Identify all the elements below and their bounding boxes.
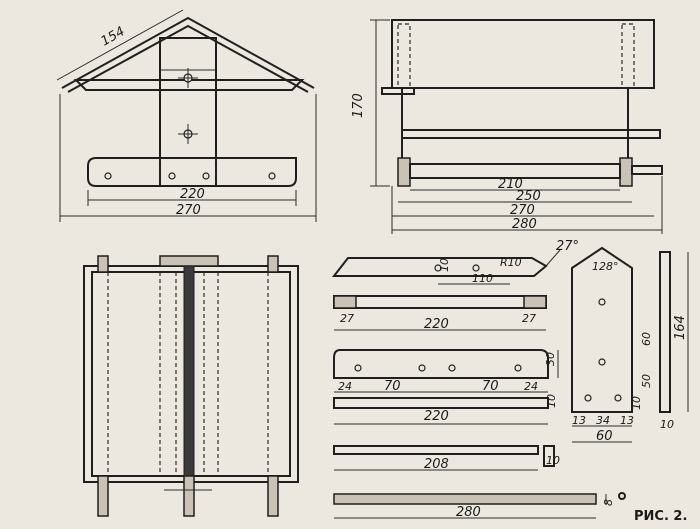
side-end-left bbox=[397, 157, 411, 187]
plan-post-tr bbox=[267, 255, 279, 273]
crossbar-d: 24 bbox=[524, 380, 538, 393]
side-rail-upper bbox=[401, 129, 661, 139]
plan-view bbox=[83, 255, 299, 517]
rail-280-thick: 8 bbox=[602, 499, 615, 506]
part-rail-280: 280 8 bbox=[333, 492, 626, 520]
roof-side bbox=[391, 19, 655, 89]
rail-208-length: 208 bbox=[424, 457, 449, 472]
roof-outline bbox=[61, 16, 315, 89]
roof-plank-110: 110 bbox=[472, 272, 493, 285]
side-board-length: 220 bbox=[424, 317, 449, 332]
part-roof-plank: 110 10 R10 27° bbox=[331, 239, 579, 285]
perch-stub bbox=[381, 87, 415, 95]
base-hole-4 bbox=[268, 172, 276, 180]
plan-top-block bbox=[159, 255, 219, 267]
crossbar-a: 24 bbox=[338, 380, 352, 393]
plan-center-rail bbox=[183, 265, 195, 483]
part-side-board: 27 220 27 bbox=[333, 295, 547, 332]
side-height-label: 170 bbox=[351, 93, 366, 118]
base-hole-1 bbox=[104, 172, 112, 180]
base-hole-2 bbox=[168, 172, 176, 180]
part-post: 128° 60 50 10 13 34 13 60 164 10 bbox=[571, 246, 689, 444]
side-board-left: 27 bbox=[340, 312, 354, 325]
side-end-right bbox=[619, 157, 633, 187]
post-w13b: 13 bbox=[620, 414, 634, 427]
post-height: 164 bbox=[673, 315, 688, 340]
side-dim-250: 250 bbox=[516, 189, 541, 204]
roof-dim-line bbox=[56, 9, 184, 81]
roof-inner bbox=[67, 24, 309, 93]
rail-280-shape bbox=[333, 493, 597, 505]
side-dim-210: 210 bbox=[498, 177, 523, 192]
rail-208-thick: 10 bbox=[546, 454, 560, 467]
part-crossbar: 24 70 70 24 30 10 220 bbox=[333, 349, 559, 425]
front-width-total-label: 270 bbox=[176, 203, 201, 218]
crossbar-edge bbox=[333, 397, 549, 409]
section-mark bbox=[618, 492, 626, 500]
post-d60: 60 bbox=[640, 332, 653, 346]
front-view: 154 220 270 bbox=[56, 9, 317, 222]
plan-leg-right bbox=[267, 475, 279, 517]
post-w13a: 13 bbox=[572, 414, 586, 427]
crossbar-height: 30 bbox=[544, 352, 557, 366]
rail-280-length: 280 bbox=[456, 505, 481, 520]
part-rail-208: 208 10 bbox=[333, 445, 560, 472]
front-width-inner-label: 220 bbox=[180, 187, 205, 202]
crossbar-c: 70 bbox=[482, 379, 499, 394]
plan-leg-left bbox=[97, 475, 109, 517]
rail-208-shape bbox=[333, 445, 539, 455]
post-d10: 10 bbox=[630, 396, 643, 410]
crossbar-b: 70 bbox=[384, 379, 401, 394]
side-tray bbox=[409, 163, 621, 179]
rail-208-section bbox=[543, 445, 555, 467]
side-board-shape bbox=[333, 295, 547, 309]
roof-under-board bbox=[73, 79, 305, 91]
post-d50: 50 bbox=[640, 374, 653, 388]
side-dim-280: 280 bbox=[512, 217, 537, 232]
plan-leg-mid bbox=[183, 475, 195, 517]
crossbar-length: 220 bbox=[424, 409, 449, 424]
post-thick: 10 bbox=[660, 418, 674, 431]
post-angle: 128° bbox=[592, 260, 619, 273]
post-shape bbox=[571, 246, 633, 413]
plan-post-tl bbox=[97, 255, 109, 273]
roof-plank-10: 10 bbox=[438, 258, 451, 272]
base-hole-3 bbox=[202, 172, 210, 180]
post-width: 60 bbox=[596, 429, 613, 444]
side-board-right: 27 bbox=[522, 312, 536, 325]
side-rail-lower-stub bbox=[631, 165, 663, 175]
feeder-base bbox=[87, 157, 297, 187]
crossbar-thick: 10 bbox=[545, 394, 558, 408]
roof-plank-radius: R10 bbox=[500, 256, 522, 269]
roof-length-label: 154 bbox=[99, 24, 128, 49]
side-dim-270: 270 bbox=[510, 203, 535, 218]
crossbar-shape bbox=[333, 349, 549, 379]
roof-plank-angle: 27° bbox=[556, 239, 579, 254]
side-view: 170 210 250 270 280 bbox=[351, 19, 663, 234]
post-edge bbox=[659, 251, 671, 413]
figure-caption: РИС. 2. bbox=[634, 509, 687, 524]
center-post bbox=[159, 37, 217, 187]
roof-plank-shape bbox=[331, 257, 548, 277]
post-w34: 34 bbox=[596, 414, 610, 427]
